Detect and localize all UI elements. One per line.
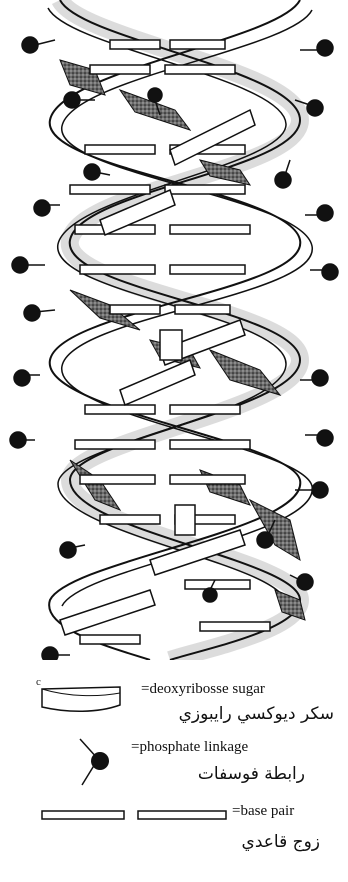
legend-sugar-label-ar: سكر ديوكسي رايبوزي xyxy=(179,704,334,724)
legend-phosphate-label-ar: رابطة فوسفات xyxy=(198,764,305,784)
legend-sugar-label-en: =deoxyribosse sugar xyxy=(141,681,265,698)
legend-base-pair-label-ar: زوج قاعدي xyxy=(242,832,320,852)
sugar-block-icon xyxy=(38,683,124,717)
legend-phosphate-label-en: =phosphate linkage xyxy=(131,739,248,756)
base-pair-icon xyxy=(40,809,230,821)
legend-base-pair-label-en: =base pair xyxy=(232,803,294,820)
phosphate-linkage-icon xyxy=(74,735,130,791)
dna-double-helix-diagram xyxy=(0,0,348,660)
